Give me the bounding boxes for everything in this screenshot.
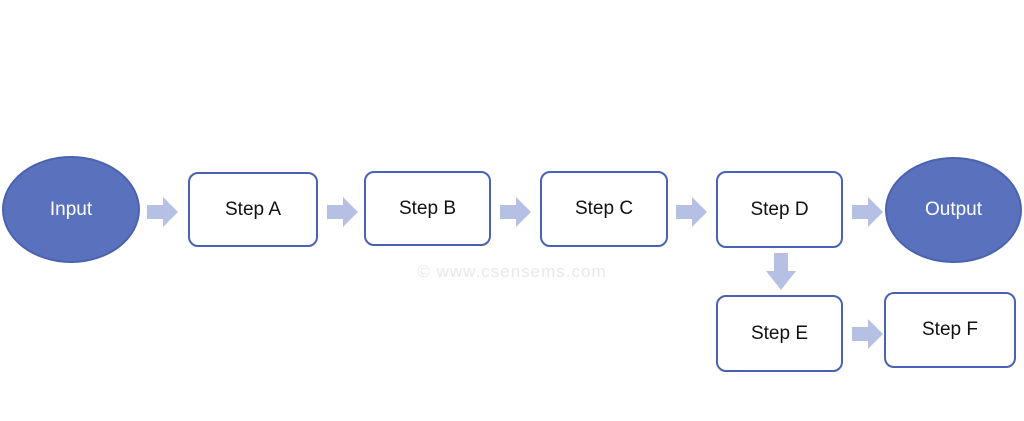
watermark-text: © www.csensems.com <box>417 262 607 281</box>
node-step-a-label: Step A <box>225 198 281 220</box>
node-step-d-label: Step D <box>750 198 809 220</box>
arrow-down-icon <box>762 253 800 290</box>
arrow-right-icon <box>852 195 883 229</box>
node-step-c: Step C <box>540 171 668 247</box>
node-output: Output <box>885 157 1022 263</box>
arrow-right-icon <box>676 195 707 229</box>
arrow-right-icon <box>500 195 531 229</box>
node-output-label: Output <box>924 199 983 220</box>
node-input: Input <box>2 156 140 263</box>
node-step-f: Step F <box>884 292 1016 368</box>
node-step-f-label: Step F <box>922 319 978 340</box>
node-step-a: Step A <box>188 172 318 247</box>
node-step-d: Step D <box>716 171 843 248</box>
node-step-e-label: Step E <box>750 322 809 344</box>
node-step-c-label: Step C <box>574 198 634 219</box>
arrow-right-icon <box>852 317 883 351</box>
node-step-e: Step E <box>716 295 843 372</box>
node-input-label: Input <box>49 198 93 220</box>
arrow-right-icon <box>147 195 178 229</box>
node-step-b: Step B <box>364 171 491 246</box>
arrow-right-icon <box>327 195 358 229</box>
node-step-b-label: Step B <box>398 197 457 219</box>
